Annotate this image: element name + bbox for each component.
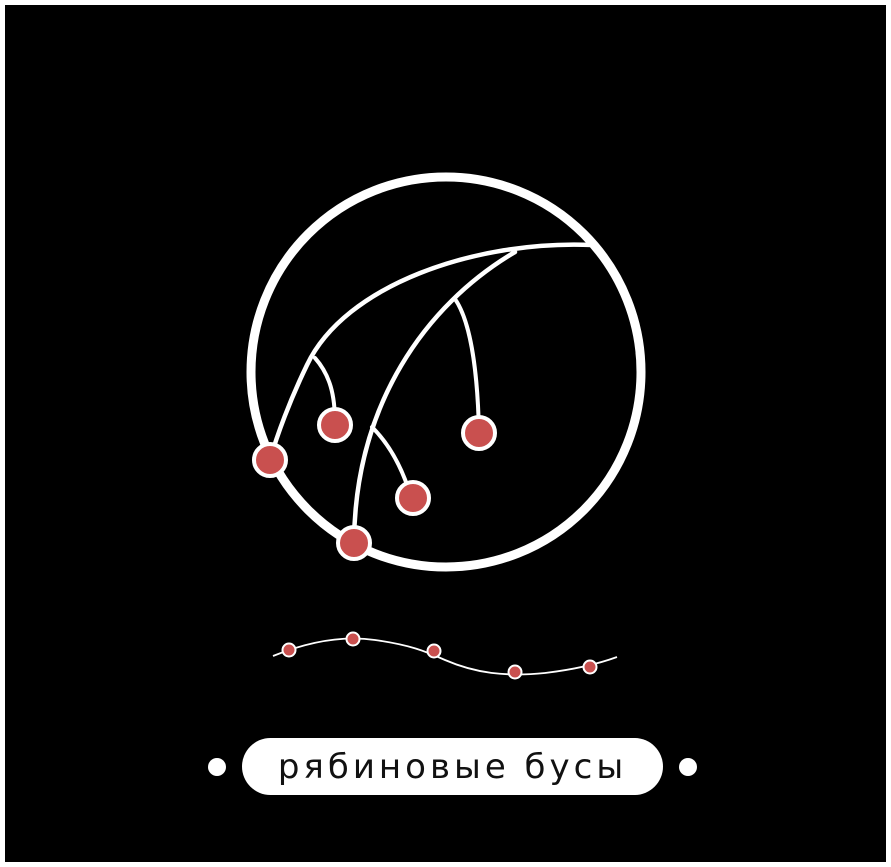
logo-artwork — [246, 172, 646, 680]
dot-icon — [679, 758, 697, 776]
berry — [252, 442, 288, 478]
berry — [317, 407, 353, 443]
branch-main — [267, 242, 595, 463]
rowan-branch-circle-icon — [246, 172, 646, 572]
berry — [395, 480, 431, 516]
bead — [582, 659, 598, 675]
branch-inner — [351, 249, 518, 546]
bead — [281, 642, 297, 658]
bead — [507, 664, 523, 680]
bead — [345, 631, 361, 647]
emblem-ring — [246, 172, 646, 572]
bead — [426, 643, 442, 659]
logo-canvas: рябиновые бусы — [5, 5, 886, 862]
berry — [336, 525, 372, 561]
bead-string-icon — [272, 631, 618, 680]
bead-string-line — [272, 637, 618, 676]
twig-2 — [453, 297, 481, 435]
berry — [461, 415, 497, 451]
brand-name-badge: рябиновые бусы — [242, 738, 663, 795]
dot-icon — [208, 758, 226, 776]
brand-name: рябиновые бусы — [277, 746, 628, 787]
